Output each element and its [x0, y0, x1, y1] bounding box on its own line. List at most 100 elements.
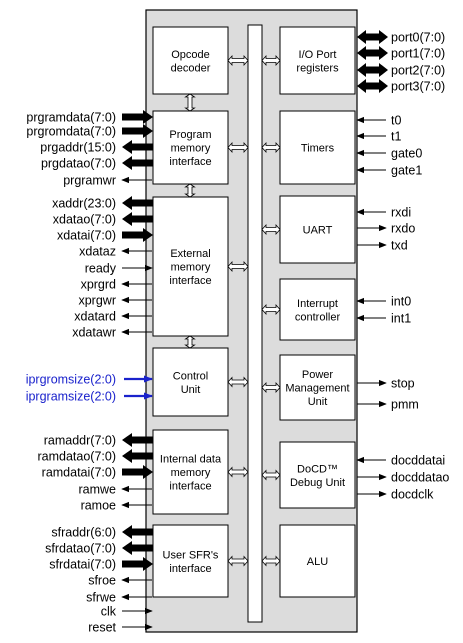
signal-label-txd: txd	[391, 239, 408, 253]
signal-label-docdclk: docdclk	[391, 488, 434, 502]
signal-arrow-prgramdata	[122, 110, 153, 124]
block-docd-box	[279, 441, 356, 509]
block-progmem-label-2: interface	[169, 156, 211, 168]
signal-label-gate0: gate0	[391, 147, 422, 161]
block-uart-box	[279, 195, 356, 264]
block-opcode-label-1: decoder	[171, 62, 211, 74]
signal-label-docddatai: docddatai	[391, 454, 445, 468]
block-sfr-label-0: User SFR's	[163, 549, 219, 561]
block-power-label-0: Power	[302, 369, 334, 381]
signal-arrow-xdatao	[122, 212, 153, 226]
signal-arrow-port1	[357, 46, 388, 60]
signal-arrow-port2	[357, 63, 388, 77]
internal-bus	[247, 24, 263, 623]
bus-connector-interrupt	[261, 303, 281, 316]
bus-connector-uart	[261, 223, 281, 236]
signal-label-xprgrd: xprgrd	[81, 278, 116, 292]
block-alu-box	[279, 524, 356, 598]
bus-connector-sfr	[227, 555, 249, 567]
block-extmem-label-0: External	[170, 248, 210, 260]
signal-label-pmm: pmm	[391, 398, 419, 412]
signal-label-t1: t1	[391, 130, 401, 144]
block-sfr-label-1: interface	[169, 563, 211, 575]
signal-label-port2: port2(7:0)	[391, 64, 445, 78]
signal-arrow-xaddr	[122, 196, 153, 210]
signal-label-int0: int0	[391, 295, 411, 309]
block-control-label-0: Control	[173, 370, 208, 382]
signal-label-sfroe: sfroe	[88, 574, 116, 588]
bus-connector-intmem	[227, 466, 249, 478]
signal-label-t0: t0	[391, 114, 401, 128]
signal-label-int1: int1	[391, 312, 411, 326]
signal-label-sfraddr: sfraddr(6:0)	[51, 526, 116, 540]
block-control-box	[152, 347, 229, 417]
signal-label-port0: port0(7:0)	[391, 31, 445, 45]
signal-arrow-ramdatai	[122, 465, 153, 479]
link-extmem-control	[184, 335, 196, 349]
block-intmem-box	[152, 429, 229, 515]
signal-arrow-port3	[357, 79, 388, 93]
bus-connector-opcode	[227, 54, 249, 67]
block-intmem-label-2: interface	[169, 481, 211, 493]
signal-label-reset: reset	[88, 621, 116, 635]
block-interrupt-label-0: Interrupt	[297, 298, 338, 310]
block-extmem-label-2: interface	[169, 275, 211, 287]
signal-label-iprgromsize: iprgromsize(2:0)	[26, 373, 116, 387]
block-timers-label-0: Timers	[301, 143, 335, 155]
signal-arrow-prgaddr	[122, 140, 153, 154]
signal-label-iprgramsize: iprgramsize(2:0)	[26, 390, 116, 404]
signal-label-sfrwe: sfrwe	[86, 591, 116, 605]
block-control-label-1: Unit	[181, 384, 201, 396]
signal-label-ramdatai: ramdatai(7:0)	[42, 466, 116, 480]
block-ioport-label-1: registers	[296, 62, 339, 74]
block-interrupt-label-1: controller	[295, 311, 341, 323]
link-opcode-progmem	[184, 93, 196, 112]
signal-label-xdatawr: xdatawr	[72, 326, 116, 340]
bus-connector-extmem	[227, 260, 249, 273]
signal-label-xdatai: xdatai(7:0)	[57, 229, 116, 243]
signal-label-xdatard: xdatard	[74, 310, 116, 324]
block-intmem-label-1: memory	[171, 467, 211, 479]
signal-arrow-port0	[357, 30, 388, 44]
signal-arrow-prgdatao	[122, 156, 153, 170]
signal-arrow-sfraddr	[122, 525, 153, 539]
bus-connector-power	[261, 381, 281, 394]
signal-label-prgromdata: prgromdata(7:0)	[26, 125, 116, 139]
block-opcode-box	[152, 26, 229, 95]
block-timers: Timers	[279, 110, 356, 185]
signal-label-xaddr: xaddr(23:0)	[52, 197, 116, 211]
link-progmem-extmem	[184, 183, 196, 198]
signal-label-rxdo: rxdo	[391, 222, 415, 236]
signal-label-prgramdata: prgramdata(7:0)	[26, 111, 116, 125]
block-power-box	[279, 354, 356, 421]
signal-label-xdatao: xdatao(7:0)	[53, 213, 116, 227]
signal-label-xdataz: xdataz	[79, 245, 116, 259]
block-alu: ALU	[279, 524, 356, 598]
signal-label-prgaddr: prgaddr(15:0)	[40, 141, 116, 155]
block-intmem-label-0: Internal data	[160, 454, 222, 466]
signal-label-ramoe: ramoe	[81, 499, 116, 513]
signal-label-xprgwr: xprgwr	[78, 294, 116, 308]
signal-label-gate1: gate1	[391, 164, 422, 178]
bus-connector-timers	[261, 141, 281, 154]
block-uart-label-0: UART	[303, 225, 333, 237]
signal-label-stop: stop	[391, 377, 415, 391]
block-extmem-label-1: memory	[171, 262, 211, 274]
signal-label-prgramwr: prgramwr	[63, 174, 116, 188]
signal-label-sfrdatao: sfrdatao(7:0)	[45, 542, 116, 556]
signal-label-rxdi: rxdi	[391, 206, 411, 220]
block-interrupt-box	[279, 278, 356, 341]
signal-arrow-ramdatao	[122, 449, 153, 463]
block-alu-label-0: ALU	[307, 556, 328, 568]
bus-connector-docd	[261, 469, 281, 481]
signal-label-ready: ready	[85, 262, 117, 276]
